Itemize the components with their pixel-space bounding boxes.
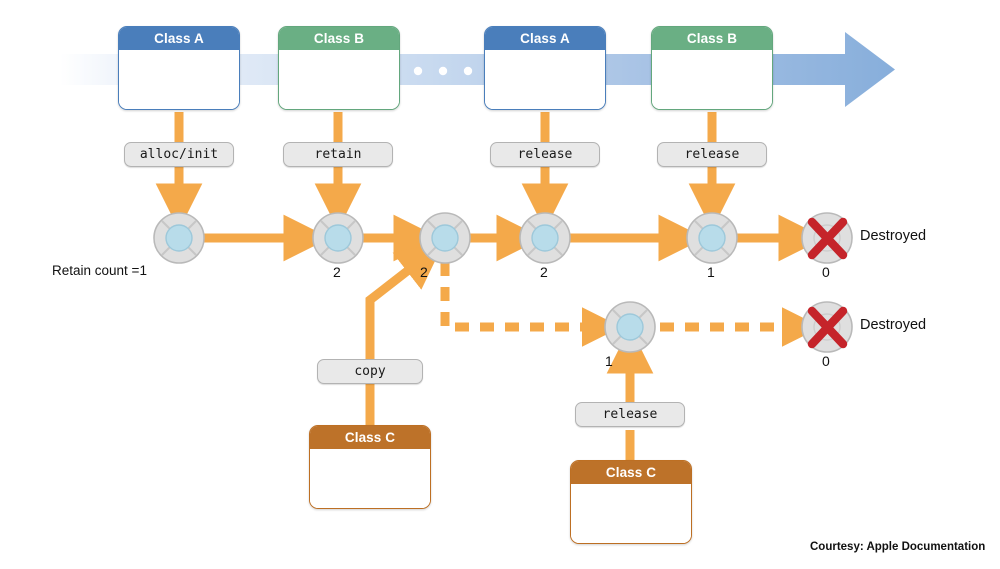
method-pill-release-branch[interactable]: release: [575, 402, 685, 427]
class-box-body: [652, 50, 772, 109]
retain-count-prefix-text: Retain count =: [52, 263, 140, 278]
class-box-title: Class B: [652, 27, 772, 50]
retain-node: [153, 212, 205, 264]
ellipsis-dot: [413, 66, 423, 76]
retain-node: [312, 212, 364, 264]
retain-count-value-6: 0: [822, 264, 830, 280]
credit-text: Courtesy: Apple Documentation: [810, 541, 986, 553]
class-box-title: Class B: [279, 27, 399, 50]
class-box-body: [279, 50, 399, 109]
class-box-a-1[interactable]: Class A: [118, 26, 240, 110]
method-pill-retain[interactable]: retain: [283, 142, 393, 167]
retain-node: [419, 212, 471, 264]
class-box-title: Class C: [571, 461, 691, 484]
retain-node: [604, 301, 656, 353]
branch-retain-count-value-1: 1: [605, 353, 613, 369]
class-box-title: Class A: [119, 27, 239, 50]
class-box-title: Class A: [485, 27, 605, 50]
destroyed-label-main: Destroyed: [860, 228, 927, 244]
copy-branch-arrow: [365, 242, 444, 430]
destroy-x-icon: [807, 306, 848, 349]
class-box-c-2[interactable]: Class C: [570, 460, 692, 544]
retain-count-value-5: 1: [707, 264, 715, 280]
top-connectors: [155, 112, 736, 231]
class-box-title: Class C: [310, 426, 430, 449]
class-box-body: [485, 50, 605, 109]
ellipsis-dot: [438, 66, 448, 76]
class-box-body: [571, 484, 691, 543]
retain-count-value-3: 2: [420, 264, 428, 280]
class-box-b-2[interactable]: Class B: [651, 26, 773, 110]
retain-count-prefix-label: Retain count =1: [52, 263, 147, 278]
ellipsis-dot: [463, 66, 473, 76]
retain-node: [519, 212, 571, 264]
destroy-x-icon: [807, 217, 848, 260]
retain-count-value-1: 1: [139, 263, 147, 278]
branch-retain-count-value-2: 0: [822, 353, 830, 369]
method-pill-release-2[interactable]: release: [657, 142, 767, 167]
retain-count-value-4: 2: [540, 264, 548, 280]
class-box-b-1[interactable]: Class B: [278, 26, 400, 110]
dashed-branch-arrow: [440, 262, 622, 347]
retain-count-value-2: 2: [333, 264, 341, 280]
class-box-body: [310, 449, 430, 508]
method-pill-alloc-init[interactable]: alloc/init: [124, 142, 234, 167]
retain-node: [686, 212, 738, 264]
destroyed-node: [801, 212, 853, 264]
class-box-a-2[interactable]: Class A: [484, 26, 606, 110]
destroyed-node: [801, 301, 853, 353]
class-box-c-1[interactable]: Class C: [309, 425, 431, 509]
destroyed-label-branch: Destroyed: [860, 317, 927, 333]
method-pill-copy[interactable]: copy: [317, 359, 423, 384]
timeline-band: [60, 32, 895, 107]
method-pill-release-1[interactable]: release: [490, 142, 600, 167]
class-box-body: [119, 50, 239, 109]
